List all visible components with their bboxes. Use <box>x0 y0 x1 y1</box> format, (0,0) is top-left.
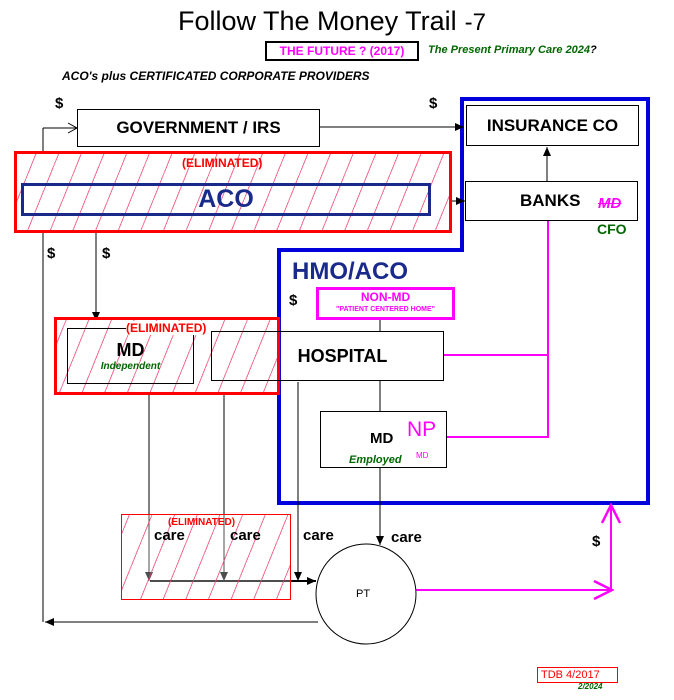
care-label-md-employed: care <box>391 529 422 546</box>
title-text: Follow The Money Trail <box>178 6 457 36</box>
md-independent-note: Independent <box>100 361 161 372</box>
hospital-label: HOSPITAL <box>297 345 388 366</box>
care-label-hospital: care <box>230 527 261 544</box>
aco-label: ACO <box>198 185 254 213</box>
hmo-aco-label: HMO/ACO <box>292 258 408 285</box>
aco-node: ACO <box>21 183 431 216</box>
md-employed-note: Employed <box>349 454 402 466</box>
dollar-label-left: $ <box>47 245 56 262</box>
page-title: Follow The Money Trail -7 <box>178 6 486 37</box>
dollar-label-payment: $ <box>592 533 601 550</box>
dollar-label-aco-md: $ <box>102 245 111 262</box>
patient-circle <box>315 543 417 645</box>
care-label-hospital-2: care <box>303 527 334 544</box>
care-eliminated-label: (ELIMINATED) <box>168 517 236 528</box>
government-irs-node: GOVERNMENT / IRS <box>77 109 320 147</box>
non-md-label: NON-MD <box>360 290 411 304</box>
hmo-aco-boundary <box>277 97 650 505</box>
md-employed-label: MD <box>370 430 394 447</box>
patient-label: PT <box>356 588 371 600</box>
np-label: NP <box>407 418 437 441</box>
insurance-co-node: INSURANCE CO <box>466 105 639 146</box>
non-md-pchome-node: NON-MD "PATIENT CENTERED HOME" <box>316 287 455 320</box>
dollar-label-gov: $ <box>55 95 64 112</box>
md-independent-node: MD Independent <box>67 328 194 384</box>
banks-node: BANKS <box>465 181 638 221</box>
banks-label: BANKS <box>520 191 581 210</box>
aco-eliminated-label: (ELIMINATED) <box>182 156 263 170</box>
md-eliminated-label: (ELIMINATED) <box>126 321 207 335</box>
future-badge: THE FUTURE ? (2017) <box>265 41 419 61</box>
present-text: The Present Primary Care 2024 <box>428 44 591 56</box>
aco-eliminated-region <box>14 151 452 233</box>
care-eliminated-region <box>121 514 291 600</box>
care-label-md: care <box>154 527 185 544</box>
signature-badge: TDB 4/2017 <box>537 667 618 683</box>
present-mark: ? <box>590 44 597 56</box>
revision-date: 2/2024 <box>578 682 603 691</box>
banks-magenta-link <box>446 221 549 438</box>
present-label: The Present Primary Care 2024? <box>428 44 597 56</box>
dollar-label-hmo: $ <box>289 292 298 309</box>
banks-cfo-note: CFO <box>597 221 627 237</box>
banks-struck-md: MD <box>598 195 622 212</box>
md-small-label: MD <box>416 451 429 460</box>
pchome-label: "PATIENT CENTERED HOME" <box>336 306 435 313</box>
dollar-label-insurance: $ <box>429 95 438 112</box>
hospital-node: HOSPITAL <box>211 331 444 381</box>
md-employed-node <box>320 411 447 468</box>
md-independent-label: MD <box>116 340 145 360</box>
subtitle: ACO's plus CERTIFICATED CORPORATE PROVID… <box>62 69 370 83</box>
title-suffix: -7 <box>464 9 486 36</box>
